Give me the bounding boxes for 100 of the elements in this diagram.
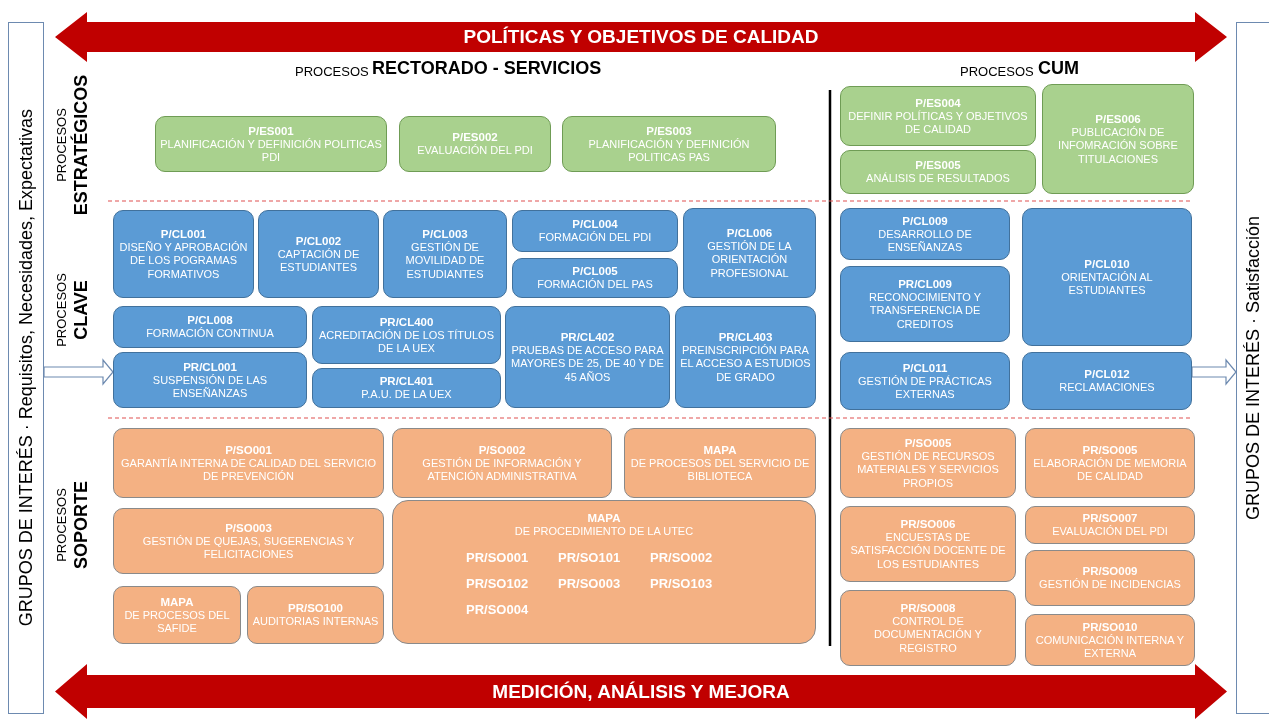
procedure-code: PR/SO103 xyxy=(650,576,714,593)
process-name: ENCUESTAS DE SATISFACCIÓN DOCENTE DE LOS ESTUDIANTES xyxy=(849,530,1007,572)
process-code: P/ES004 xyxy=(915,95,961,110)
process-code: P/ES002 xyxy=(452,130,498,144)
process-box xyxy=(505,306,670,408)
process-box xyxy=(1022,352,1192,410)
process-name: ELABORACIÓN DE MEMORIA DE CALIDAD xyxy=(1032,456,1188,484)
process-name: CONTROL DE DOCUMENTACIÓN Y REGISTRO xyxy=(873,614,983,656)
process-name: RECONOCIMIENTO Y TRANSFERENCIA DE CREDITOS xyxy=(867,290,983,332)
process-box xyxy=(1042,84,1194,194)
process-name: PLANIFICACIÓN Y DEFINICIÓN POLITICAS PDI xyxy=(160,137,382,165)
process-box xyxy=(1025,614,1195,666)
process-name: RECLAMACIONES xyxy=(1059,381,1155,395)
process-box xyxy=(512,210,678,252)
process-name: GARANTÍA INTERNA DE CALIDAD DEL SERVICIO DE PREVENCIÓN xyxy=(120,456,377,484)
procedure-code: PR/SO003 xyxy=(558,576,622,593)
double-arrow-banner xyxy=(55,664,1227,719)
process-code: P/CL008 xyxy=(187,313,233,327)
process-name: P.A.U. DE LA UEX xyxy=(361,388,452,402)
process-box xyxy=(683,208,816,298)
procedure-code: PR/SO101 xyxy=(558,550,622,567)
process-box xyxy=(113,352,307,408)
process-box xyxy=(1025,428,1195,498)
process-box xyxy=(258,210,379,298)
process-box xyxy=(840,266,1010,342)
process-box xyxy=(399,116,551,172)
process-box xyxy=(312,368,501,408)
process-box xyxy=(675,306,816,408)
process-box xyxy=(1025,550,1195,606)
process-name: PREINSCRIPCIÓN PARA EL ACCESO A ESTUDIOS DE GRADO xyxy=(680,343,811,385)
process-name: ANÁLISIS DE RESULTADOS xyxy=(866,172,1010,186)
process-code: P/CL001 xyxy=(160,226,207,241)
process-box xyxy=(512,258,678,298)
process-code: PR/CL001 xyxy=(183,359,237,374)
process-name: DE PROCESOS DEL SAFIDE xyxy=(123,608,231,636)
process-code: P/CL010 xyxy=(1084,256,1130,271)
process-name: ACREDITACIÓN DE LOS TÍTULOS DE LA UEX xyxy=(318,328,495,356)
process-code: P/SO002 xyxy=(478,442,526,457)
section-label: PROCESOS xyxy=(54,273,70,347)
process-name: DESARROLLO DE ENSEÑANZAS xyxy=(877,227,973,255)
process-name: DE PROCEDIMIENTO DE LA UTEC xyxy=(514,525,694,539)
process-code: P/SO003 xyxy=(225,520,272,535)
process-name: CAPTACIÓN DE ESTUDIANTES xyxy=(276,247,361,275)
process-name: EVALUACIÓN DEL PDI xyxy=(1052,525,1168,539)
section-label: SOPORTE xyxy=(71,481,93,569)
process-code: P/ES005 xyxy=(915,158,961,173)
process-box xyxy=(113,428,384,498)
process-box xyxy=(383,210,507,298)
process-name: AUDITORIAS INTERNAS xyxy=(252,615,379,629)
banner-title: POLÍTICAS Y OBJETIVOS DE CALIDAD xyxy=(463,26,819,48)
process-name: DEFINIR POLÍTICAS Y OBJETIVOS DE CALIDAD xyxy=(847,109,1029,137)
process-code: P/CL006 xyxy=(726,225,773,240)
process-code: P/ES003 xyxy=(646,123,692,138)
process-name: PUBLICACIÓN DE INFOMRACIÓN SOBRE TITULACIONES xyxy=(1057,125,1179,167)
process-code: PR/CL403 xyxy=(718,329,773,344)
process-box xyxy=(840,506,1016,582)
process-name: FORMACIÓN DEL PDI xyxy=(538,231,652,245)
process-code: PR/CL009 xyxy=(898,276,952,291)
column-heading: PROCESOS xyxy=(960,64,1034,79)
hollow-arrow xyxy=(1191,358,1237,386)
process-code: PR/CL401 xyxy=(379,374,434,389)
process-code: P/SO005 xyxy=(904,435,952,450)
process-box xyxy=(840,86,1036,146)
process-code: P/CL009 xyxy=(902,213,948,228)
process-code: P/CL002 xyxy=(295,233,342,248)
process-name: DISEÑO Y APROBACIÓN DE LOS POGRAMAS FORMATIVOS xyxy=(118,240,249,282)
column-heading: CUM xyxy=(1038,58,1079,79)
process-code: P/CL004 xyxy=(572,217,618,231)
process-box xyxy=(113,586,241,644)
process-name: GESTIÓN DE LA ORIENTACIÓN PROFESIONAL xyxy=(706,239,793,281)
hollow-arrow xyxy=(43,358,114,386)
procedure-code: PR/SO001 xyxy=(466,550,530,567)
stakeholder-text: GRUPOS DE INTERÉS · Satisfacción xyxy=(1242,215,1264,521)
double-arrow-banner xyxy=(55,12,1227,62)
process-name: PLANIFICACIÓN Y DEFINICIÓN POLITICAS PAS xyxy=(587,137,751,165)
stakeholder-box xyxy=(1236,22,1269,714)
procedure-code: PR/SO004 xyxy=(466,602,530,618)
process-box xyxy=(392,428,612,498)
section-label: PROCESOS xyxy=(54,108,70,182)
process-name: GESTIÓN DE INFORMACIÓN Y ATENCIÓN ADMINISTRATIVA xyxy=(421,456,583,484)
banner-title: MEDICIÓN, ANÁLISIS Y MEJORA xyxy=(492,680,790,703)
process-box xyxy=(840,428,1016,498)
process-name: GESTIÓN DE QUEJAS, SUGERENCIAS Y FELICITACIONES xyxy=(141,534,356,562)
process-code: P/CL003 xyxy=(422,226,468,241)
process-box xyxy=(840,590,1016,666)
process-code: PR/SO005 xyxy=(1082,442,1138,457)
process-code: MAPA xyxy=(160,594,194,609)
process-name: PRUEBAS DE ACCESO PARA MAYORES DE 25, DE 40 Y DE 45 AÑOS xyxy=(510,343,665,385)
process-box xyxy=(1022,208,1192,346)
process-code: P/SO001 xyxy=(225,442,272,457)
process-code: P/CL005 xyxy=(572,264,618,278)
process-name: ORIENTACIÓN AL ESTUDIANTES xyxy=(1060,270,1154,298)
procedure-code: PR/SO002 xyxy=(650,550,714,567)
process-code: P/ES006 xyxy=(1095,111,1141,126)
process-box xyxy=(562,116,776,172)
process-name: GESTIÓN DE RECURSOS MATERIALES Y SERVICIOS PROPIOS xyxy=(856,449,1000,491)
column-heading: PROCESOS xyxy=(295,64,369,79)
process-name: GESTIÓN DE MOVILIDAD DE ESTUDIANTES xyxy=(404,240,486,282)
process-code: P/CL012 xyxy=(1084,367,1130,382)
process-code: MAPA xyxy=(703,442,737,457)
